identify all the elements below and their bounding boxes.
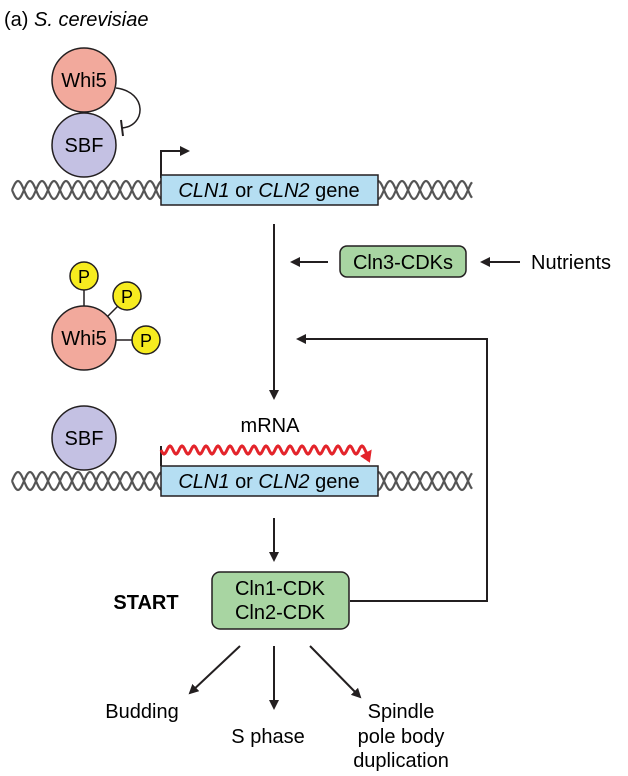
dna-helix-top	[10, 179, 473, 201]
phosphate-1	[69, 261, 99, 291]
cln3-cdks-box	[339, 245, 467, 278]
gene-box-bottom	[160, 465, 379, 497]
sbf-label-bottom: SBF	[65, 428, 104, 450]
cln12-cdk-box	[211, 571, 350, 630]
inhibition-arc	[115, 87, 141, 129]
budding-label: Budding	[105, 701, 178, 723]
dna-strand-2	[10, 179, 162, 201]
phosphate-3	[131, 325, 161, 355]
gene-label-bottom: CLN1 or CLN2 gene	[178, 471, 359, 493]
panel-species: S. cerevisiae	[34, 9, 149, 31]
whi5-protein-phospho	[51, 305, 117, 371]
nutrients-label: Nutrients	[531, 252, 611, 274]
mrna-label: mRNA	[241, 415, 301, 437]
sbf-label-top: SBF	[65, 135, 104, 157]
phosphate-2	[112, 281, 142, 311]
dna-strand-1	[10, 470, 162, 492]
cln1-cdk-label: Cln1-CDK	[235, 578, 326, 600]
gene-box-top	[160, 174, 379, 206]
sbf-protein-top	[51, 112, 117, 178]
dna-strand-2	[377, 470, 473, 492]
spindle-label-line2: pole body	[358, 726, 445, 748]
spindle-label-line1: Spindle	[368, 701, 435, 723]
panel-letter: (a)	[4, 9, 28, 31]
whi5-label-top: Whi5	[61, 70, 107, 92]
s-phase-label: S phase	[231, 726, 304, 748]
budding-arrow	[188, 645, 241, 695]
whi5-label-phospho: Whi5	[61, 328, 107, 350]
gene-label-top: CLN1 or CLN2 gene	[178, 180, 359, 202]
cln3-cdks-label: Cln3-CDKs	[353, 252, 453, 274]
phosphate-label-3: P	[140, 331, 152, 351]
sbf-protein-bottom	[51, 405, 117, 471]
spindle-arrow	[309, 645, 362, 699]
dna-strand-2	[10, 470, 162, 492]
mrna-transcript	[159, 444, 372, 463]
transcription-start-arrow	[160, 146, 190, 178]
start-label: START	[113, 592, 178, 614]
dna-helix-bottom	[10, 470, 473, 492]
whi5-protein-top	[51, 47, 117, 113]
positive-feedback-arrow	[296, 334, 488, 602]
cln2-cdk-label: Cln2-CDK	[235, 602, 326, 624]
spindle-label-line3: duplication	[353, 750, 449, 772]
inhibition-bar	[120, 119, 124, 137]
phosphate-label-2: P	[121, 287, 133, 307]
dna-strand-1	[10, 179, 162, 201]
dna-strand-2	[377, 179, 473, 201]
phosphate-label-1: P	[78, 267, 90, 287]
